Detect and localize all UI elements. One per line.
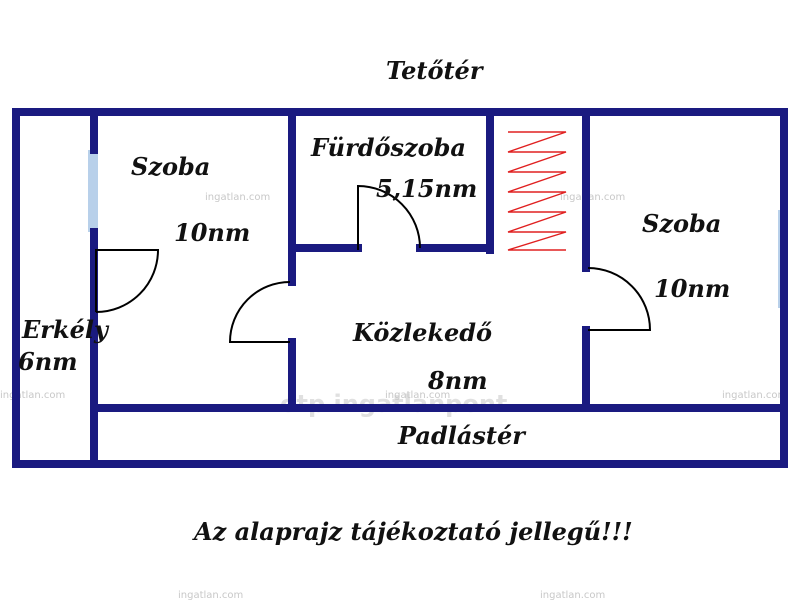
door-szoba-kozlekedo bbox=[228, 281, 291, 343]
door-szoba-left bbox=[95, 249, 160, 313]
room-padlaster-name: Padlástér bbox=[397, 421, 527, 450]
outer-wall bbox=[12, 108, 788, 468]
room-szoba-right-area: 10nm bbox=[654, 274, 730, 303]
watermark-site: ingatlan.com bbox=[560, 192, 625, 203]
watermark-site: ingatlan.com bbox=[205, 192, 270, 203]
room-furdoszoba-name: Fürdőszoba bbox=[310, 133, 466, 162]
room-erkely-name: Erkély bbox=[21, 315, 110, 344]
room-szoba-left-area: 10nm bbox=[174, 218, 250, 247]
room-kozlekedo-name: Közlekedő bbox=[352, 318, 492, 347]
plan-title: Tetőtér bbox=[386, 56, 485, 85]
room-szoba-left-name: Szoba bbox=[131, 152, 210, 181]
watermark-site: ingatlan.com bbox=[178, 590, 243, 600]
watermark-site: ingatlan.com bbox=[0, 390, 65, 401]
room-erkely-area: 6nm bbox=[18, 347, 78, 376]
room-kozlekedo-area: 8nm bbox=[427, 366, 488, 395]
room-szoba-right-name: Szoba bbox=[642, 209, 721, 238]
room-furdoszoba-area: 5,15nm bbox=[376, 174, 477, 203]
window-left bbox=[88, 150, 98, 232]
disclaimer: Az alaprajz tájékoztató jellegű!!! bbox=[192, 517, 633, 546]
doors bbox=[95, 184, 652, 343]
walls bbox=[12, 108, 788, 468]
watermark-site: ingatlan.com bbox=[722, 390, 787, 401]
door-furdoszoba bbox=[357, 184, 421, 250]
watermark-site: ingatlan.com bbox=[540, 590, 605, 600]
door-szoba-right bbox=[587, 267, 652, 331]
stairs-zigzag bbox=[507, 131, 567, 251]
watermark-site: ingatlan.com bbox=[385, 390, 450, 401]
